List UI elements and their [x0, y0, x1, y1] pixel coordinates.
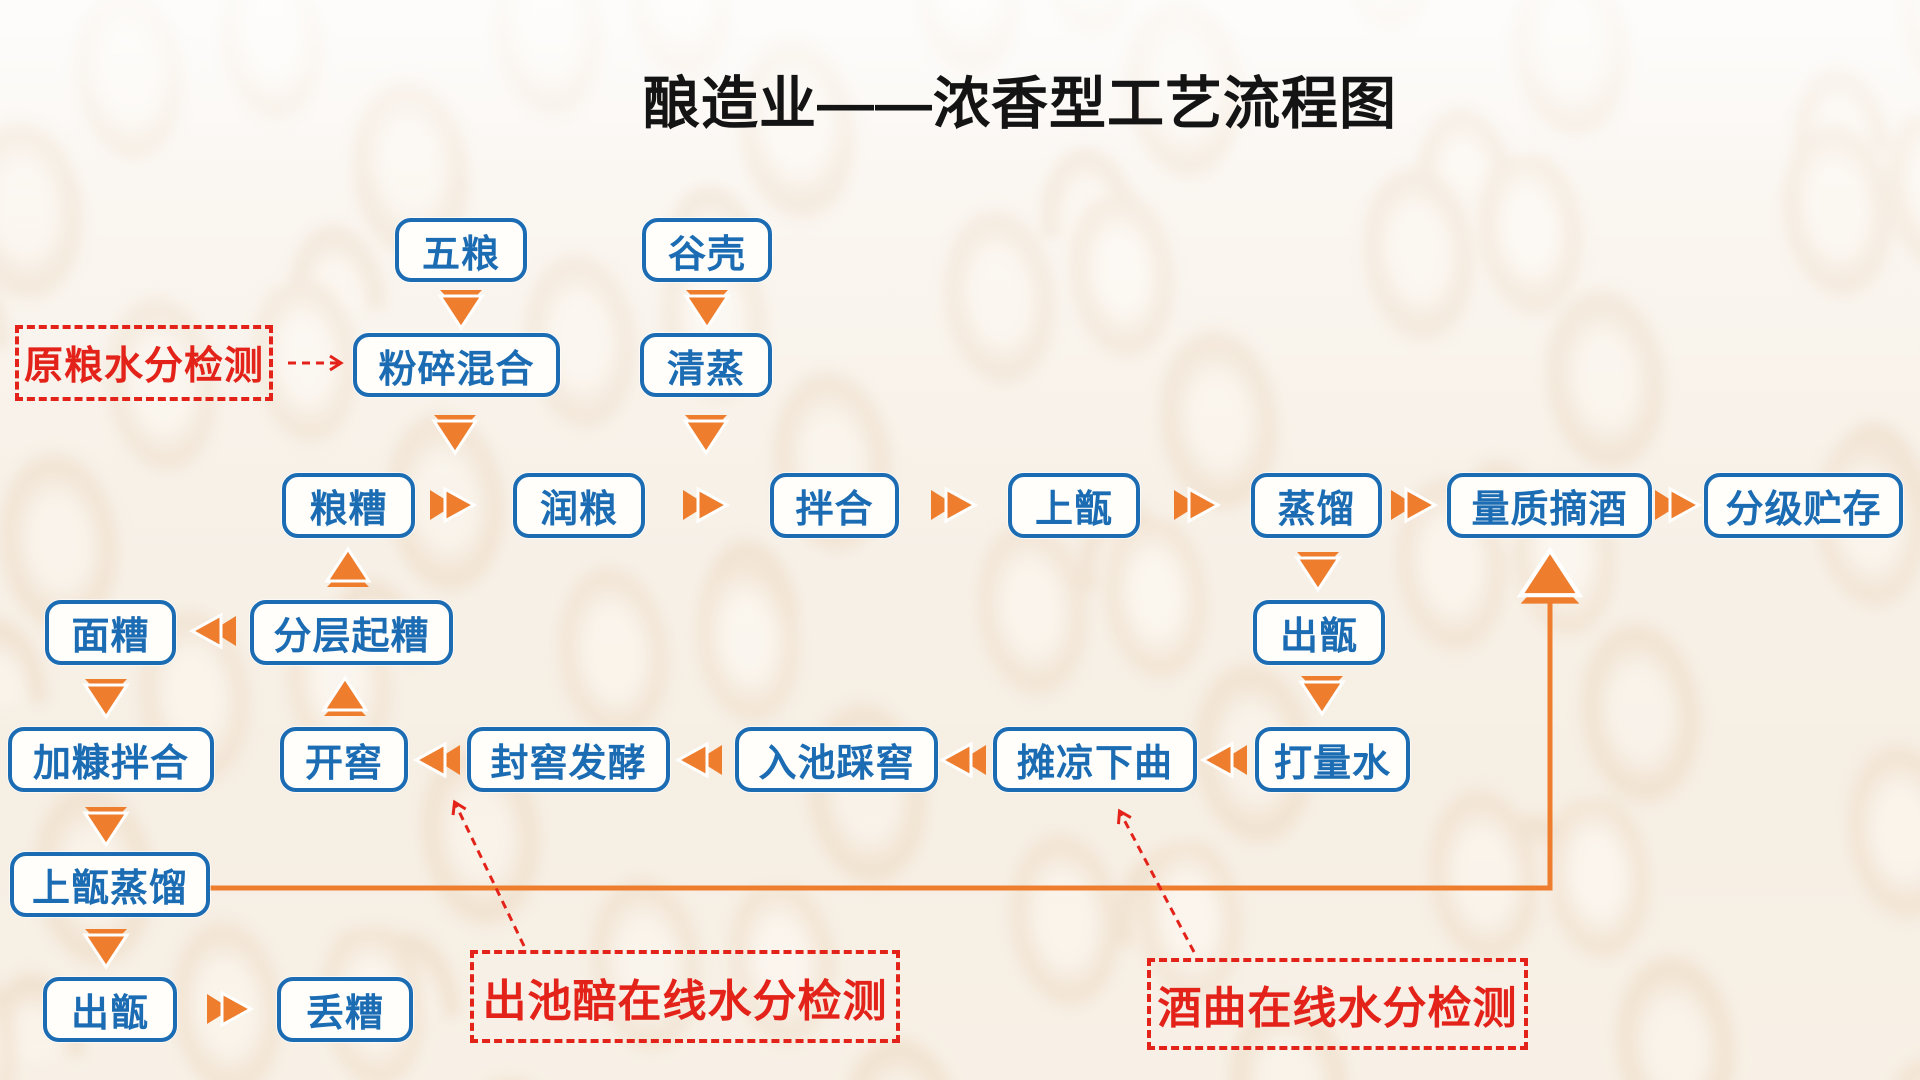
node-jiakang-banhe: 加糠拌合: [8, 727, 214, 792]
node-shangzeng-zhengliu: 上甑蒸馏: [10, 852, 210, 917]
annotation-yuanliang-jiance: 原粮水分检测: [15, 325, 273, 401]
page-title: 酿造业——浓香型工艺流程图: [643, 72, 1397, 136]
node-wuliang: 五粮: [395, 218, 527, 282]
annotation-chuchipei-jiance: 出池醅在线水分检测: [470, 950, 900, 1043]
node-liangzhi-zhaijiu: 量质摘酒: [1447, 473, 1652, 538]
node-chuzeng-upper: 出甑: [1253, 600, 1385, 665]
node-fenji-zhucun: 分级贮存: [1704, 473, 1903, 538]
node-runliang: 润粮: [513, 473, 645, 538]
node-diuzao: 丢糟: [277, 977, 413, 1042]
node-fengjiao-fajiao: 封窖发酵: [467, 727, 670, 792]
node-zhengliu: 蒸馏: [1251, 473, 1382, 538]
node-qingzheng: 清蒸: [640, 333, 772, 397]
node-ruchi-caijiao: 入池踩窖: [735, 727, 938, 792]
node-tanliang-xiaqu: 摊凉下曲: [993, 727, 1197, 792]
node-fenceng-qizao: 分层起糟: [250, 600, 453, 665]
node-daliangshui: 打量水: [1255, 727, 1410, 792]
node-shangzeng: 上甑: [1008, 473, 1140, 538]
node-banhe: 拌合: [770, 473, 899, 538]
node-liangzao: 粮糟: [282, 473, 415, 538]
node-fensui-hunhe: 粉碎混合: [353, 333, 560, 397]
annotation-jiuqu-jiance: 酒曲在线水分检测: [1147, 958, 1528, 1050]
node-mianzao: 面糟: [45, 600, 176, 665]
node-chuzeng-lower: 出甑: [43, 977, 177, 1042]
node-guke: 谷壳: [642, 218, 772, 282]
node-kaijiao: 开窖: [280, 727, 408, 792]
